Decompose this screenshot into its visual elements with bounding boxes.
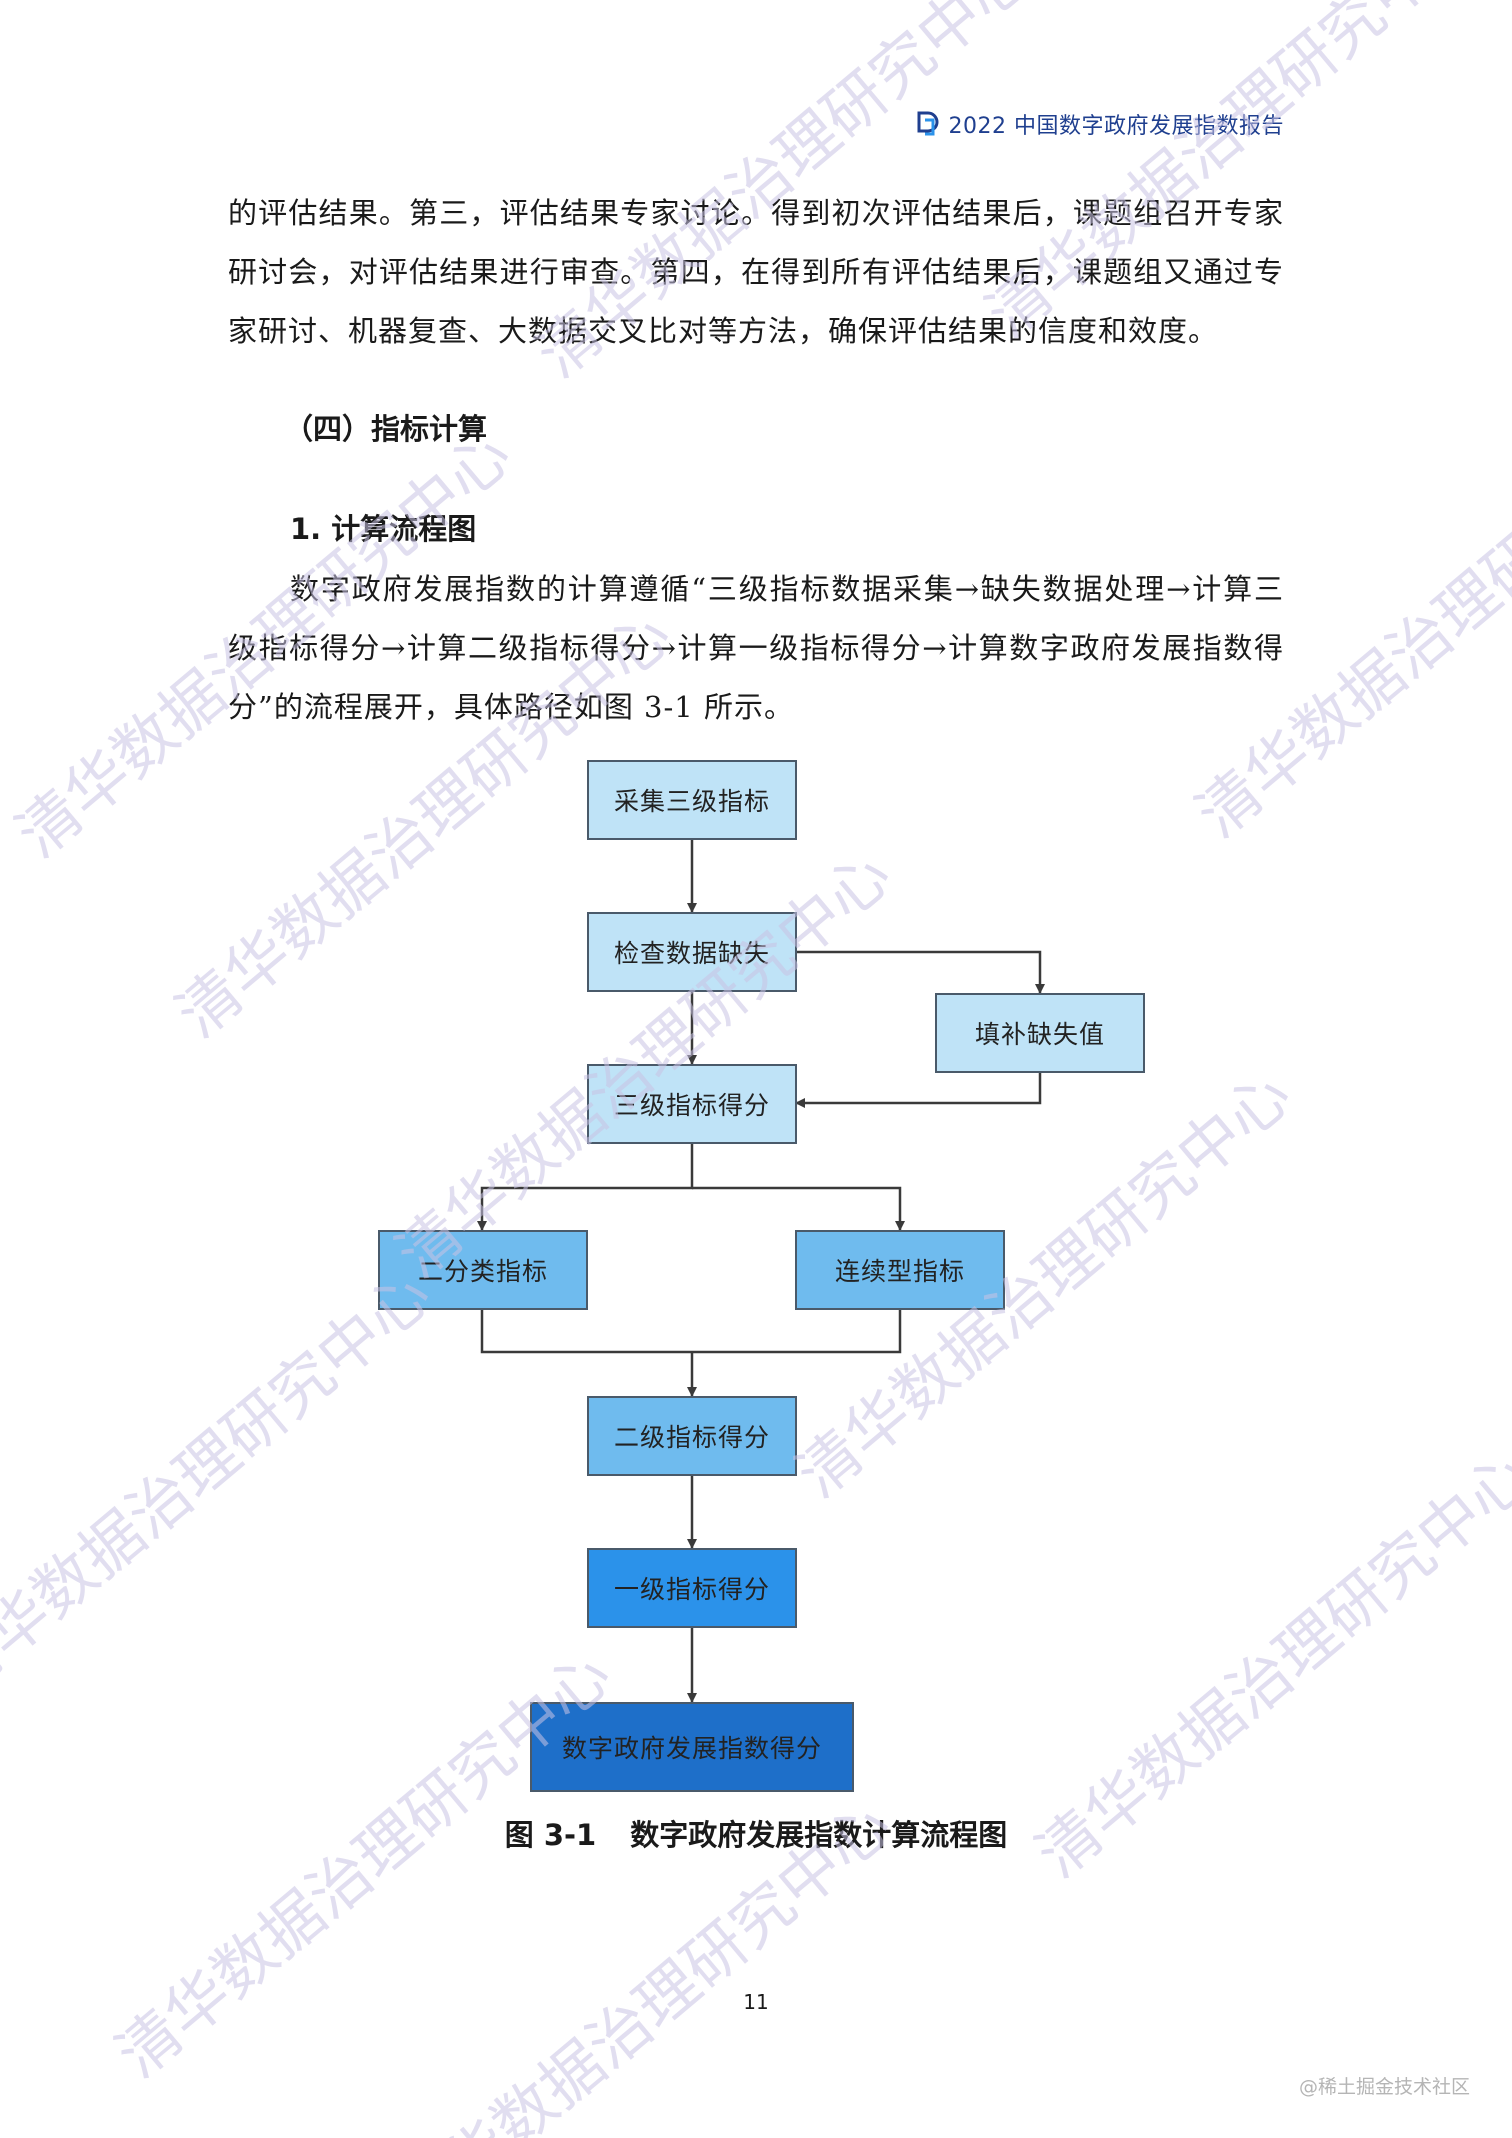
- body-paragraph-2: 数字政府发展指数的计算遵循“三级指标数据采集→缺失数据处理→计算三级指标得分→计…: [228, 572, 1284, 724]
- body-paragraph-1: 的评估结果。第三，评估结果专家讨论。得到初次评估结果后，课题组召开专家研讨会，对…: [228, 196, 1284, 348]
- page-number: 11: [743, 1990, 769, 2014]
- report-title: 2022 中国数字政府发展指数报告: [948, 114, 1284, 139]
- figure-number: 图 3-1: [504, 1818, 597, 1852]
- node-level2: 二级指标得分: [587, 1396, 797, 1476]
- source-watermark: @稀土掘金技术社区: [1298, 2076, 1470, 2098]
- figure-title: 数字政府发展指数计算流程图: [630, 1818, 1008, 1852]
- edge-merge-level2: [480, 1310, 902, 1396]
- node-level3: 三级指标得分: [587, 1064, 797, 1144]
- node-final: 数字政府发展指数得分: [530, 1702, 854, 1792]
- edge-check-fill: [795, 950, 1045, 994]
- edge-level3-split: [477, 1144, 694, 1231]
- figure-caption: 图 3-1 数字政府发展指数计算流程图: [0, 1812, 1512, 1854]
- node-binary: 二分类指标: [378, 1230, 588, 1310]
- node-continuous: 连续型指标: [795, 1230, 1005, 1310]
- node-fill: 填补缺失值: [935, 993, 1145, 1073]
- section-heading: （四）指标计算: [284, 412, 488, 446]
- sub-heading: 1. 计算流程图: [290, 512, 477, 546]
- node-collect: 采集三级指标: [587, 760, 797, 840]
- node-level1: 一级指标得分: [587, 1548, 797, 1628]
- report-logo-icon: [915, 110, 941, 138]
- edge-split-continuous: [692, 1186, 905, 1231]
- edge-fill-level3: [795, 1072, 1042, 1108]
- report-header: 2022 中国数字政府发展指数报告: [915, 108, 1284, 140]
- node-check: 检查数据缺失: [587, 912, 797, 992]
